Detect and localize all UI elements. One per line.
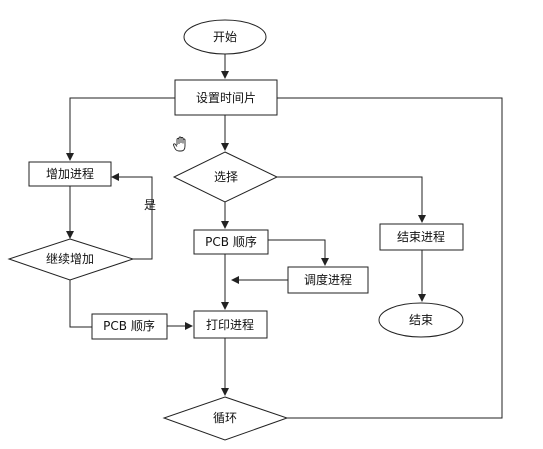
yes-label: 是	[144, 198, 156, 212]
arrow-yes-loop	[111, 173, 153, 260]
node-select: 选择	[172, 151, 279, 203]
node-start: 开始	[183, 19, 267, 55]
line-continue-to-pcb2	[69, 280, 92, 328]
node-pcb-order-1-label: PCB 顺序	[205, 234, 257, 249]
node-continue-add: 继续增加	[7, 238, 135, 281]
node-start-label: 开始	[213, 30, 237, 44]
node-add-process-label: 增加进程	[46, 166, 94, 181]
line-loop-back	[277, 97, 503, 419]
node-end-process-label: 结束进程	[397, 229, 445, 244]
node-pcb-order-2: PCB 顺序	[91, 313, 168, 340]
node-print-process: 打印进程	[193, 310, 268, 339]
node-end: 结束	[378, 302, 464, 338]
connectors	[66, 53, 503, 419]
arrow-set-to-add	[66, 97, 175, 161]
arrow-select-to-endproc	[277, 176, 426, 223]
node-pcb-order-2-label: PCB 顺序	[103, 318, 155, 333]
arrow-pcb1-to-schedule	[268, 239, 329, 266]
node-set-timeslice: 设置时间片	[174, 79, 278, 116]
node-end-process: 结束进程	[379, 223, 464, 251]
node-print-process-label: 打印进程	[206, 317, 254, 332]
node-schedule-process-label: 调度进程	[304, 272, 352, 287]
node-loop-label: 循环	[213, 411, 237, 425]
node-end-label: 结束	[409, 313, 433, 327]
node-select-label: 选择	[214, 170, 238, 184]
hand-cursor-icon	[173, 136, 186, 152]
node-set-timeslice-label: 设置时间片	[196, 91, 256, 105]
node-schedule-process: 调度进程	[287, 266, 369, 294]
node-continue-add-label: 继续增加	[46, 252, 94, 266]
node-loop: 循环	[162, 396, 289, 441]
node-add-process: 增加进程	[28, 161, 112, 187]
node-pcb-order-1: PCB 顺序	[193, 229, 269, 255]
